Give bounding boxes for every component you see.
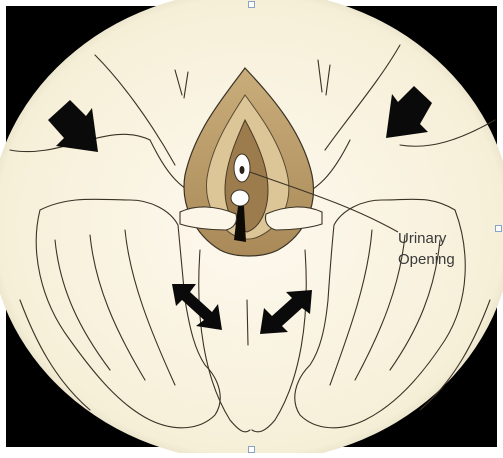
urinary-opening-label: Urinary Opening [398, 228, 498, 270]
label-line-1: Urinary [398, 228, 498, 249]
selection-handle-right[interactable] [495, 225, 502, 232]
selection-handle-top[interactable] [248, 1, 255, 8]
left-thumb-tip [180, 207, 237, 230]
right-thumb-tip [265, 207, 322, 230]
vaginal-opening [231, 190, 249, 206]
selection-handle-bottom[interactable] [248, 446, 255, 453]
label-line-2: Opening [398, 249, 498, 270]
urinary-meatus [240, 166, 245, 174]
